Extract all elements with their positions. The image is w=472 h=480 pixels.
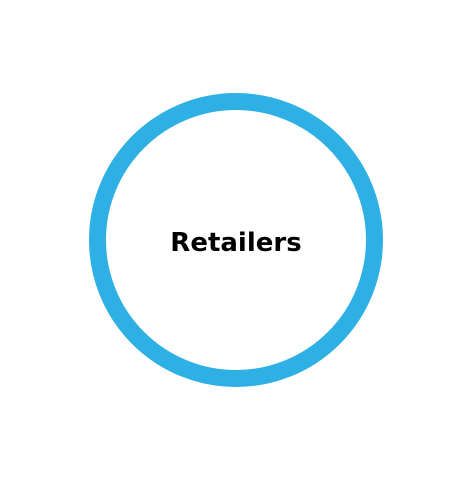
circle-label: Retailers bbox=[170, 228, 302, 258]
retailers-circle: Retailers bbox=[89, 93, 383, 387]
